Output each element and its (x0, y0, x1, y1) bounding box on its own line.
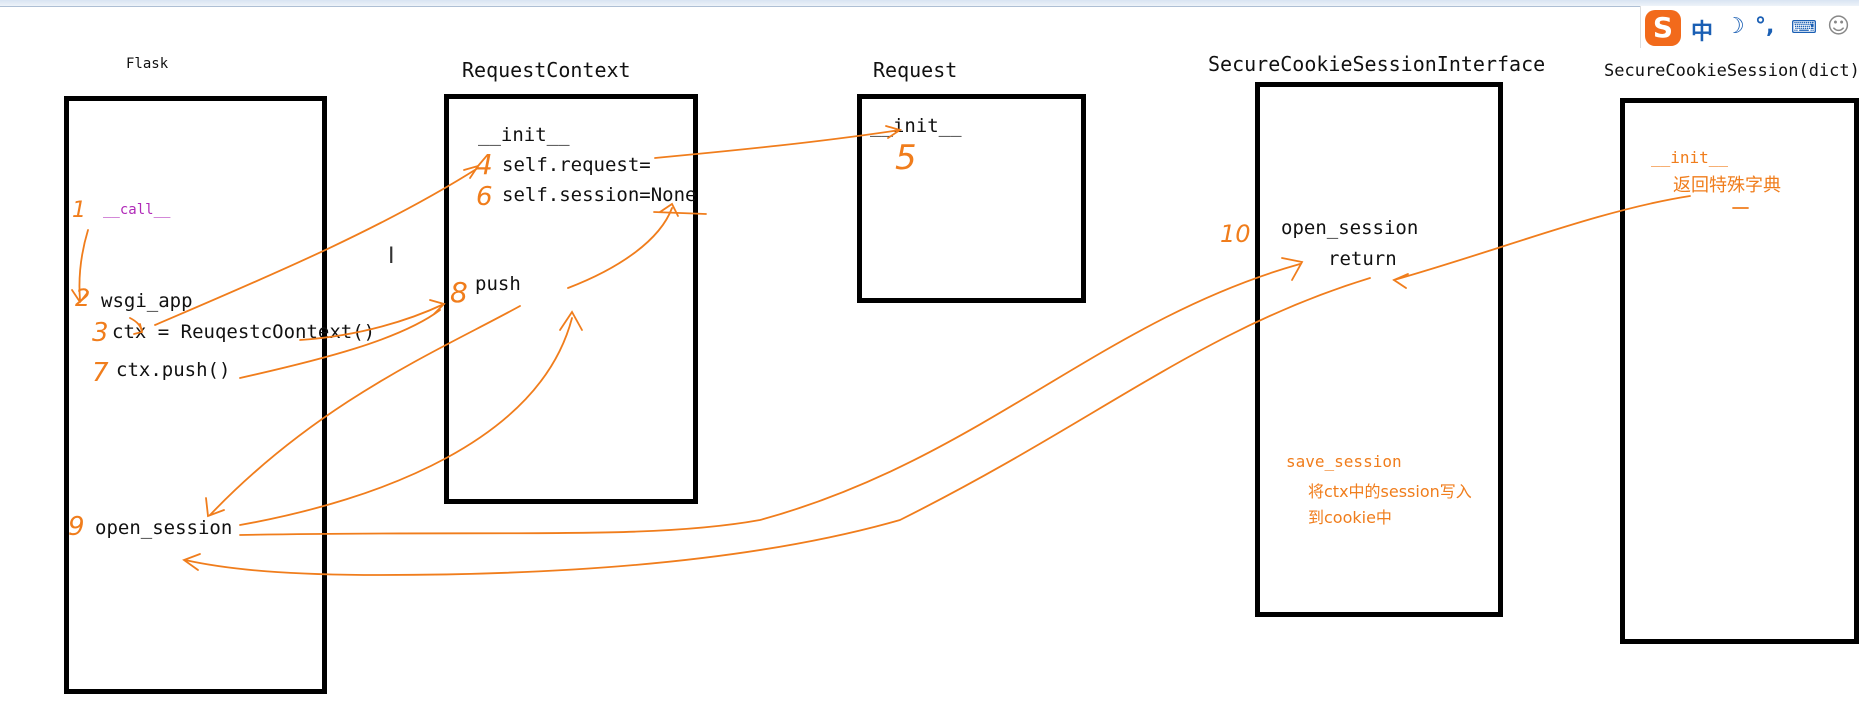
arrow-session-to-return (1393, 195, 1691, 281)
moon-icon[interactable]: ☽ (1725, 14, 1745, 39)
request-title: Request (873, 58, 958, 82)
arrow-ctxpush-to-push (239, 309, 441, 379)
step-7: 7 (92, 358, 109, 388)
step-10: 10 (1220, 220, 1251, 248)
session-note: 返回特殊字典 (1673, 175, 1781, 196)
interface-open-session: open_session (1281, 217, 1419, 239)
flask-ctx-push: ctx.push() (116, 359, 231, 381)
arrow-open-session-to-push (239, 317, 573, 526)
step-8: 8 (450, 276, 468, 309)
step-9: 9 (68, 512, 85, 542)
punctuation-icon[interactable]: °, (1755, 14, 1775, 39)
request-context-init: __init__ (478, 124, 570, 146)
sogou-logo-icon[interactable]: S (1645, 10, 1681, 46)
interface-save-note-line1: 将ctx中的session写入 (1308, 482, 1472, 501)
arrow-flask-to-interface-open (239, 263, 1301, 536)
flask-ctx-create: ctx = ReuqestcOontext() (112, 321, 376, 343)
secure-cookie-session-interface-box (1255, 82, 1503, 617)
keyboard-icon[interactable]: ⌨ (1791, 17, 1817, 38)
request-context-box (444, 94, 698, 504)
flask-call-method: __call__ (103, 202, 171, 218)
flask-wsgi-app: wsgi_app (101, 290, 193, 312)
arrow-interface-return-to-flask (184, 277, 1371, 576)
arrow-call-to-wsgi (78, 229, 89, 301)
arrow-request-to-request-init (654, 129, 901, 159)
request-context-self-session: self.session=None (502, 184, 697, 206)
arrow-wsgi-to-init (154, 167, 479, 326)
ime-toolbar[interactable]: S 中 ☽ °, ⌨ ☺ (1640, 6, 1859, 48)
request-context-title: RequestContext (462, 58, 631, 82)
text-cursor-icon: I (388, 244, 395, 269)
step-6: 6 (476, 182, 493, 212)
interface-save-session: save_session (1286, 452, 1402, 471)
request-context-self-request: self.request= (502, 154, 651, 176)
request-context-push: push (475, 273, 521, 295)
step-1: 1 (72, 198, 86, 223)
step-4: 4 (475, 148, 493, 181)
flask-open-session: open_session (95, 517, 233, 539)
ime-mode-button[interactable]: 中 (1691, 20, 1714, 45)
user-icon[interactable]: ☺ (1827, 14, 1850, 39)
secure-cookie-session-interface-title: SecureCookieSessionInterface (1208, 52, 1546, 76)
interface-save-note-line2: 到cookie中 (1308, 508, 1392, 527)
arrow-ctx-to-push (299, 303, 445, 341)
session-init: __init__ (1651, 148, 1729, 167)
step-3: 3 (92, 318, 109, 348)
arrow-push-to-open-session (209, 305, 521, 516)
secure-cookie-session-box (1620, 98, 1859, 644)
interface-return: return (1328, 248, 1397, 270)
step-5: 5 (895, 138, 917, 178)
window-top-border (0, 0, 1859, 7)
arrow-push-to-session-none (567, 207, 673, 289)
flask-box (64, 96, 327, 694)
flask-title: Flask (126, 56, 169, 72)
secure-cookie-session-title: SecureCookieSession(dict) (1604, 61, 1859, 81)
